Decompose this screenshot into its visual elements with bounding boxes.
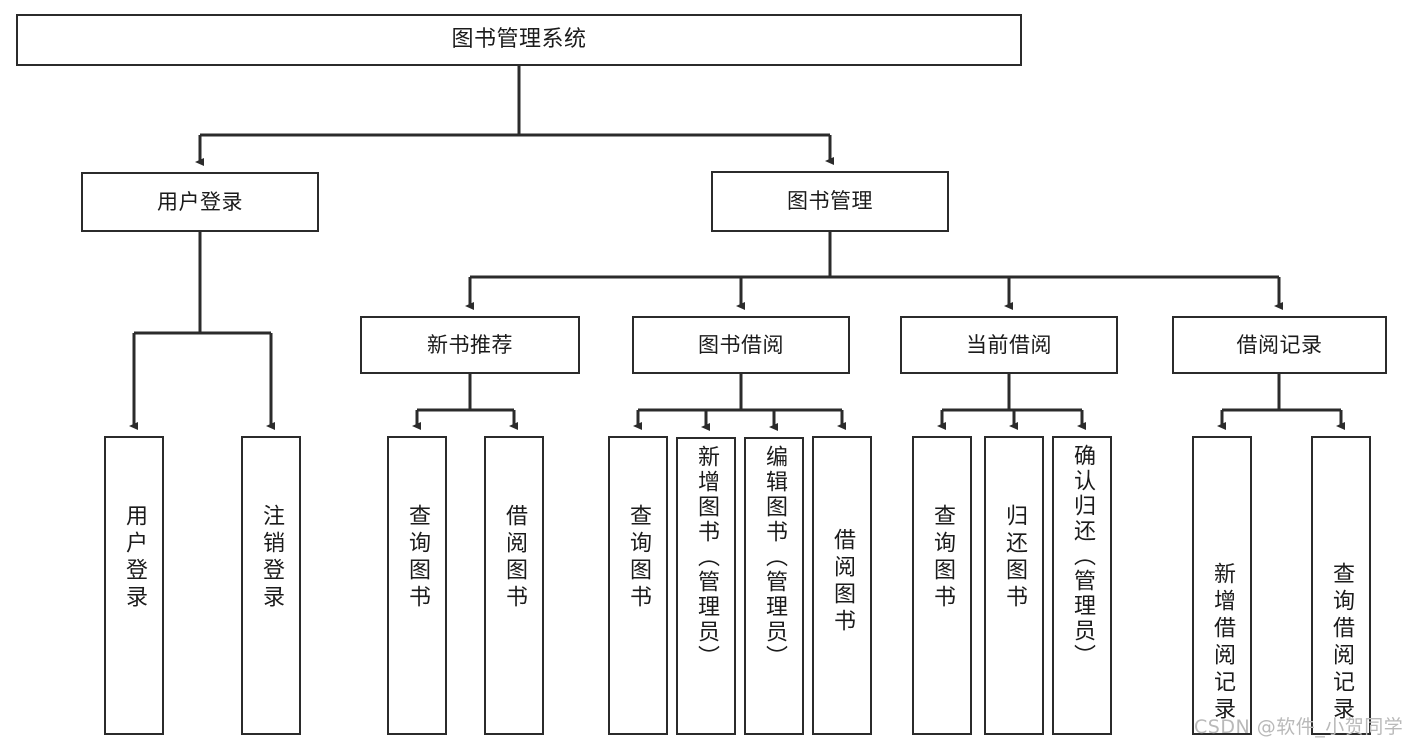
node-leaf-return-book[interactable]: 归还图书: [984, 436, 1044, 735]
node-current-borrow[interactable]: 当前借阅: [900, 316, 1118, 374]
node-leaf-query-book-rec-label: 查询图书: [405, 504, 430, 612]
node-leaf-borrow-book-rec[interactable]: 借阅图书: [484, 436, 544, 735]
node-leaf-query-book-cur-label: 查询图书: [930, 504, 955, 612]
node-new-book-rec-label: 新书推荐: [427, 332, 513, 357]
node-leaf-add-book[interactable]: 新增图书（管理员）: [676, 437, 736, 735]
node-book-borrow[interactable]: 图书借阅: [632, 316, 850, 374]
node-leaf-user-logout[interactable]: 注销登录: [241, 436, 301, 735]
node-leaf-borrow-book-rec-label: 借阅图书: [502, 504, 527, 612]
node-leaf-add-record-label: 新增借阅记录: [1210, 562, 1235, 724]
node-book-borrow-label: 图书借阅: [698, 332, 784, 357]
node-leaf-user-login-label: 用户登录: [122, 504, 147, 612]
node-leaf-query-book-borrow-label: 查询图书: [626, 504, 651, 612]
node-leaf-edit-book-label: 编辑图书（管理员）: [762, 445, 787, 670]
node-leaf-query-record[interactable]: 查询借阅记录: [1311, 436, 1371, 735]
node-leaf-edit-book[interactable]: 编辑图书（管理员）: [744, 437, 804, 735]
node-leaf-user-logout-label: 注销登录: [259, 504, 284, 612]
node-current-borrow-label: 当前借阅: [966, 332, 1052, 357]
node-leaf-add-record[interactable]: 新增借阅记录: [1192, 436, 1252, 735]
node-leaf-query-book-borrow[interactable]: 查询图书: [608, 436, 668, 735]
node-user-login-label: 用户登录: [157, 189, 243, 214]
node-root[interactable]: 图书管理系统: [16, 14, 1022, 66]
node-leaf-add-book-label: 新增图书（管理员）: [694, 445, 719, 670]
node-leaf-borrow-book-label: 借阅图书: [830, 528, 855, 636]
node-book-manage-label: 图书管理: [787, 189, 873, 214]
node-leaf-query-record-label: 查询借阅记录: [1329, 562, 1354, 724]
node-leaf-borrow-book[interactable]: 借阅图书: [812, 436, 872, 735]
node-leaf-confirm-return-label: 确认归还（管理员）: [1070, 444, 1095, 669]
node-leaf-query-book-rec[interactable]: 查询图书: [387, 436, 447, 735]
node-borrow-record[interactable]: 借阅记录: [1172, 316, 1387, 374]
node-leaf-return-book-label: 归还图书: [1002, 504, 1027, 612]
node-borrow-record-label: 借阅记录: [1236, 332, 1323, 357]
node-root-label: 图书管理系统: [451, 27, 587, 53]
node-leaf-confirm-return[interactable]: 确认归还（管理员）: [1052, 436, 1112, 735]
node-leaf-user-login[interactable]: 用户登录: [104, 436, 164, 735]
watermark-text: CSDN @软件_小贺同学: [1194, 716, 1404, 738]
node-book-manage[interactable]: 图书管理: [711, 171, 949, 232]
node-new-book-rec[interactable]: 新书推荐: [360, 316, 580, 374]
node-user-login[interactable]: 用户登录: [81, 172, 319, 232]
node-leaf-query-book-cur[interactable]: 查询图书: [912, 436, 972, 735]
